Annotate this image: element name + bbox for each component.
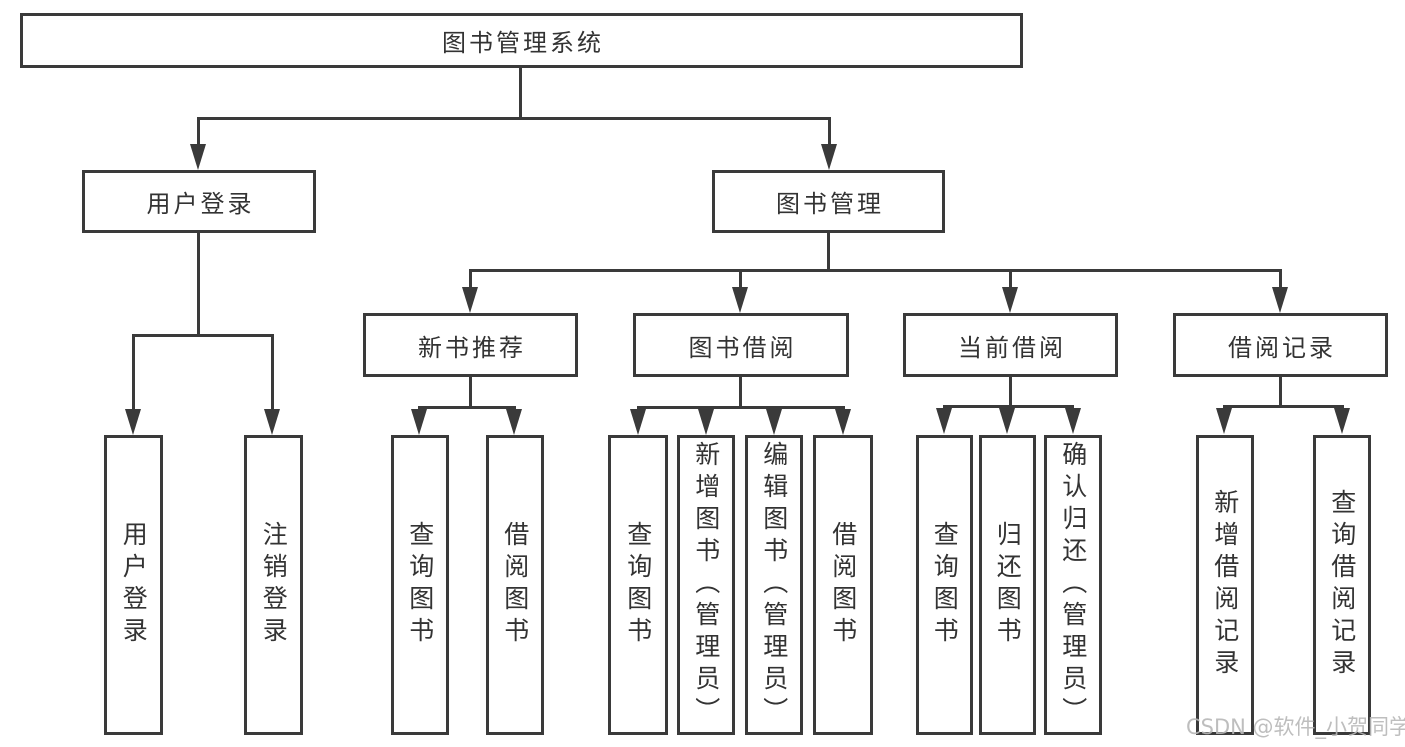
connector-line: [132, 335, 135, 410]
node-label: 用户登录: [146, 190, 255, 218]
leaf-user-login: 用户登录: [104, 435, 163, 735]
arrow-down-icon: [835, 409, 851, 435]
connector-line: [1279, 270, 1282, 289]
arrow-down-icon: [698, 409, 714, 435]
arrow-down-icon: [936, 408, 952, 434]
node-label: 图书管理: [776, 190, 884, 218]
node-new-book-recommendation: 新书推荐: [363, 313, 578, 377]
connector-line: [1009, 377, 1012, 407]
arrow-down-icon: [1216, 408, 1232, 434]
leaf-confirm-return-admin: 确认归还（管理员）: [1044, 435, 1102, 735]
node-label: 编辑图书（管理员）: [759, 441, 789, 729]
node-label: 图书借阅: [688, 333, 797, 362]
node-book-management: 图书管理: [712, 170, 945, 233]
connector-line: [637, 406, 845, 409]
leaf-query-books-borrowing: 查询图书: [608, 435, 668, 735]
leaf-edit-books-admin: 编辑图书（管理员）: [745, 435, 803, 735]
connector-line: [1279, 377, 1282, 407]
connector-line: [469, 270, 472, 289]
connector-line: [828, 118, 831, 146]
leaf-logout: 注销登录: [244, 435, 303, 735]
connector-line: [739, 270, 742, 289]
connector-line: [519, 68, 522, 118]
arrow-down-icon: [732, 287, 748, 313]
arrow-down-icon: [766, 409, 782, 435]
node-label: 新增借阅记录: [1210, 489, 1240, 681]
leaf-query-books-current: 查询图书: [916, 435, 973, 735]
csdn-watermark: CSDN @软件_小贺同学: [1186, 715, 1405, 739]
connector-line: [197, 118, 200, 146]
node-label: 查询借阅记录: [1327, 489, 1357, 681]
arrow-down-icon: [125, 409, 141, 435]
node-current-borrowing: 当前借阅: [903, 313, 1118, 377]
node-root-book-management-system: 图书管理系统: [20, 13, 1023, 68]
connector-line: [1223, 405, 1344, 408]
arrow-down-icon: [190, 144, 206, 170]
connector-line: [418, 406, 516, 409]
node-borrowing-records: 借阅记录: [1173, 313, 1388, 377]
node-label: 确认归还（管理员）: [1058, 441, 1088, 729]
connector-line: [197, 117, 831, 120]
leaf-add-books-admin: 新增图书（管理员）: [677, 435, 735, 735]
arrow-down-icon: [1002, 287, 1018, 313]
node-label: 借阅图书: [828, 521, 858, 649]
leaf-return-books: 归还图书: [979, 435, 1036, 735]
node-label: 查询图书: [930, 521, 960, 649]
arrow-down-icon: [630, 409, 646, 435]
connector-line: [197, 233, 200, 336]
node-book-borrowing: 图书借阅: [633, 313, 849, 377]
connector-line: [827, 233, 830, 271]
node-label: 查询图书: [623, 521, 653, 649]
node-label: 新书推荐: [418, 333, 526, 362]
leaf-borrow-books-recommend: 借阅图书: [486, 435, 544, 735]
node-label: 查询图书: [405, 521, 435, 649]
connector-line: [469, 377, 472, 408]
node-label: 借阅记录: [1228, 333, 1336, 362]
arrow-down-icon: [462, 287, 478, 313]
node-user-login: 用户登录: [82, 170, 316, 233]
connector-line: [1009, 270, 1012, 289]
leaf-add-borrow-record: 新增借阅记录: [1196, 435, 1254, 735]
connector-line: [271, 335, 274, 410]
leaf-borrow-books-borrowing: 借阅图书: [813, 435, 873, 735]
arrow-down-icon: [1272, 287, 1288, 313]
node-label: 当前借阅: [958, 333, 1066, 362]
connector-line: [739, 377, 742, 408]
arrow-down-icon: [1065, 408, 1081, 434]
node-label: 注销登录: [259, 521, 289, 649]
node-label: 图书管理系统: [442, 29, 604, 57]
leaf-query-books-recommend: 查询图书: [391, 435, 449, 735]
arrow-down-icon: [1334, 408, 1350, 434]
node-label: 借阅图书: [500, 521, 530, 649]
arrow-down-icon: [264, 409, 280, 435]
arrow-down-icon: [999, 408, 1015, 434]
arrow-down-icon: [411, 409, 427, 435]
connector-line: [943, 405, 1074, 408]
node-label: 新增图书（管理员）: [691, 441, 721, 729]
connector-line: [469, 269, 1282, 272]
node-label: 用户登录: [119, 521, 149, 649]
leaf-query-borrow-record: 查询借阅记录: [1313, 435, 1371, 735]
node-label: 归还图书: [993, 521, 1023, 649]
connector-line: [132, 334, 274, 337]
arrow-down-icon: [821, 144, 837, 170]
arrow-down-icon: [506, 409, 522, 435]
